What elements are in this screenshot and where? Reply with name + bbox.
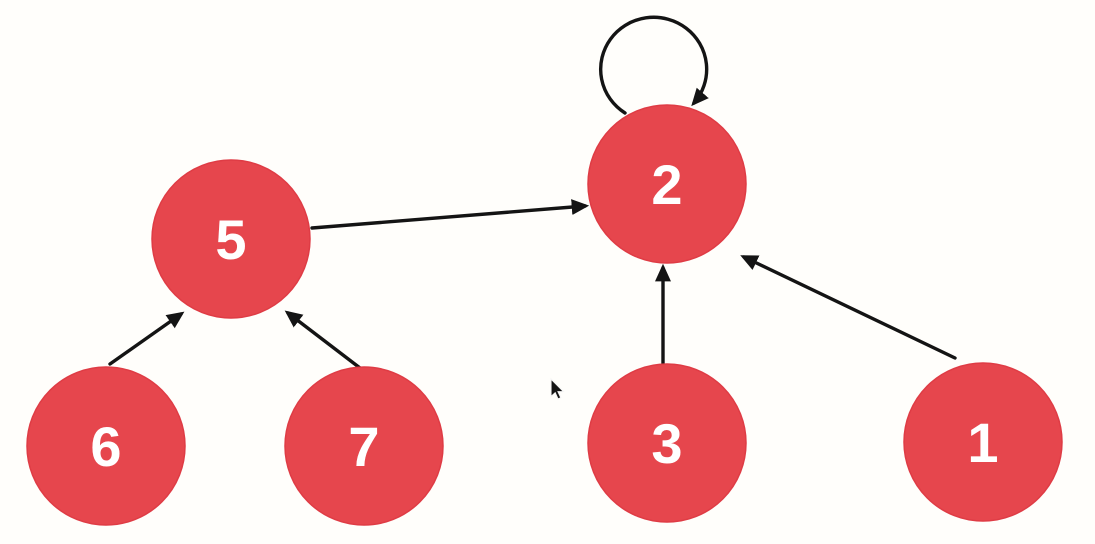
graph-node-2[interactable]: 2 — [587, 104, 747, 264]
node-2-label: 2 — [651, 153, 682, 216]
mouse-cursor-icon — [550, 377, 565, 400]
edge-6-to-5[interactable] — [108, 311, 185, 366]
edge-5-to-2[interactable] — [310, 199, 590, 230]
graph-node-1[interactable]: 1 — [903, 362, 1063, 522]
graph-node-7[interactable]: 7 — [284, 366, 444, 526]
edge-7-to-5[interactable] — [284, 310, 362, 370]
node-3-label: 3 — [651, 412, 682, 475]
graph-node-6[interactable]: 6 — [26, 366, 186, 526]
node-2-circle[interactable] — [587, 104, 747, 264]
node-7-circle[interactable] — [284, 366, 444, 526]
node-7-label: 7 — [348, 415, 379, 478]
node-6-circle[interactable] — [26, 366, 186, 526]
node-3-circle[interactable] — [587, 363, 747, 523]
edge-1-to-2[interactable] — [740, 255, 957, 360]
node-1-label: 1 — [967, 411, 998, 474]
node-5-circle[interactable] — [151, 159, 311, 319]
graph-node-3[interactable]: 3 — [587, 363, 747, 523]
graph-node-5[interactable]: 5 — [151, 159, 311, 319]
node-5-label: 5 — [215, 208, 246, 271]
node-1-circle[interactable] — [903, 362, 1063, 522]
edge-2-self-loop[interactable] — [598, 15, 709, 115]
node-6-label: 6 — [90, 415, 121, 478]
